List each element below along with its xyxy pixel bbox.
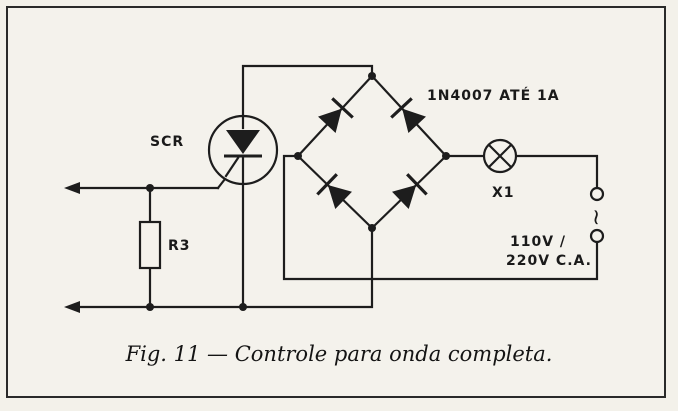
ac-symbol: ~ [583, 208, 608, 227]
label-scr: SCR [150, 134, 184, 150]
input-arrows [64, 182, 80, 313]
label-diode-spec: 1N4007 ATÉ 1A [427, 87, 560, 104]
wire-lamp-to-terminal [514, 154, 599, 190]
figure-caption: Fig. 11 — Controle para onda completa. [125, 342, 553, 366]
wire-left-node-loop [282, 154, 599, 281]
junction-dot [368, 224, 376, 232]
junction-dots [146, 72, 450, 311]
lamp-x1-symbol [482, 138, 518, 174]
arrow-left-icon [64, 182, 80, 194]
label-r3: R3 [168, 238, 191, 254]
label-voltage-line1: 110V / [510, 234, 566, 250]
diode-upper-left [318, 97, 354, 133]
label-voltage-line2: 220V C.A. [506, 253, 592, 269]
junction-dot [239, 303, 247, 311]
diode-upper-right [390, 97, 426, 133]
resistor-r3-symbol [138, 220, 162, 270]
junction-dot [442, 152, 450, 160]
diode-lower-left [316, 173, 352, 209]
wire-bridge-diamond [296, 74, 448, 230]
wire-input-bottom [72, 226, 374, 309]
wire-scr-anode [241, 64, 374, 130]
label-lamp-x1: X1 [492, 185, 515, 201]
arrow-left-icon [64, 301, 80, 313]
scr-symbol [207, 114, 279, 186]
junction-dot [294, 152, 302, 160]
ac-terminal-bottom [589, 228, 605, 244]
junction-dot [368, 72, 376, 80]
junction-dot [146, 184, 154, 192]
junction-dot [146, 303, 154, 311]
ac-terminal-top [589, 186, 605, 202]
diode-lower-right [392, 173, 428, 209]
